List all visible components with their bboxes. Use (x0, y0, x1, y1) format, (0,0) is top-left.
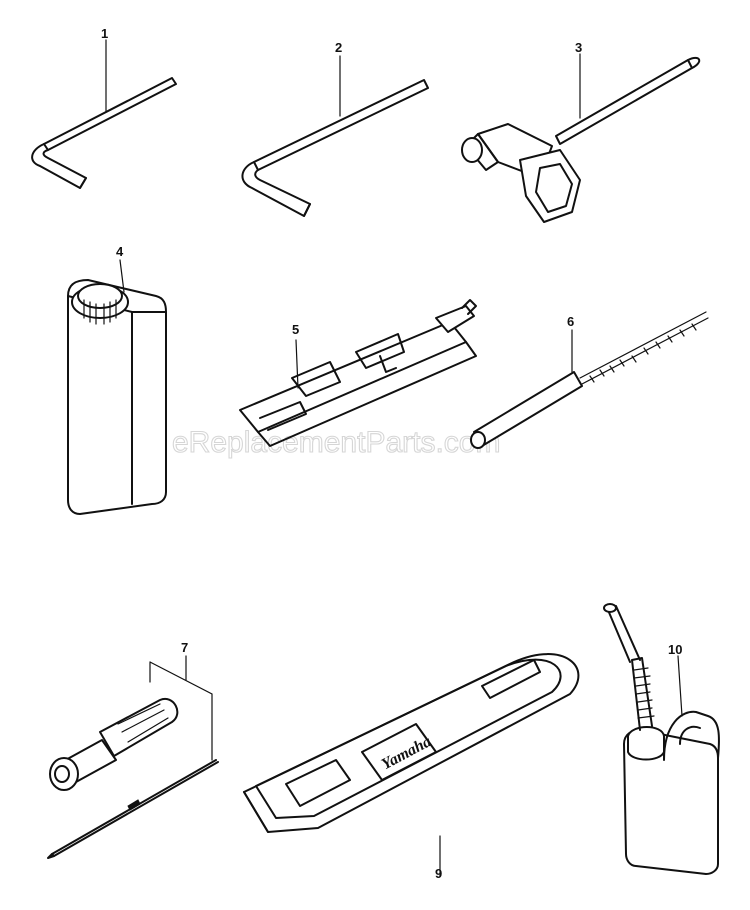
callout-3: 3 (575, 40, 582, 55)
callout-4: 4 (116, 244, 124, 259)
callout-7: 7 (181, 640, 188, 655)
callout-9: 9 (435, 866, 442, 881)
part-6-round-file[interactable]: 6 (470, 311, 709, 449)
callout-2: 2 (335, 40, 342, 55)
part-3-plug-wrench[interactable]: 3 (461, 40, 701, 223)
part-2-hex-key-large[interactable]: 2 (241, 40, 429, 217)
callout-6: 6 (567, 314, 574, 329)
part-10-spout-bottle[interactable]: 10 (603, 603, 720, 875)
callout-1: 1 (101, 26, 108, 41)
callout-10: 10 (668, 642, 682, 657)
callout-5: 5 (292, 322, 299, 337)
part-7-screwdriver[interactable]: 7 (47, 640, 219, 859)
part-1-hex-key-small[interactable]: 1 (31, 26, 177, 189)
part-5-file-gauge[interactable]: 5 (239, 299, 477, 447)
part-9-bar-cover[interactable]: Yamaha 9 (243, 653, 580, 881)
part-4-oil-bottle[interactable]: 4 (67, 244, 167, 515)
watermark-text: eReplacementParts.com (172, 426, 500, 459)
